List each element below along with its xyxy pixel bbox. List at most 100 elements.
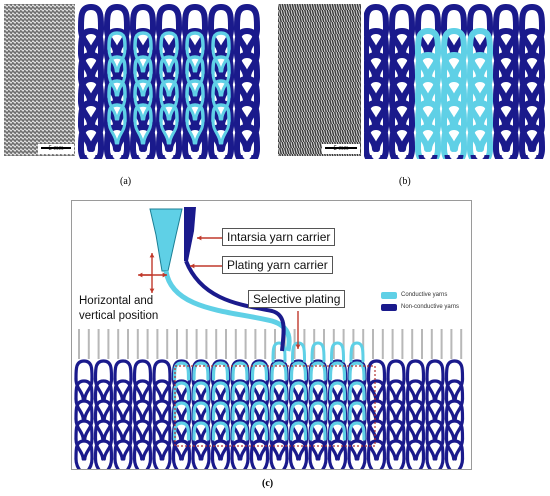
navy-loop xyxy=(444,399,465,421)
navy-loop xyxy=(388,99,416,128)
navy-loop xyxy=(366,399,387,421)
navy-loop xyxy=(77,51,105,80)
navy-loop-legs xyxy=(519,26,545,56)
navy-loop-legs xyxy=(234,122,260,152)
cyan-intarsia-loop xyxy=(466,99,494,128)
navy-loop-legs xyxy=(171,437,192,461)
navy-loop-legs xyxy=(327,397,348,421)
navy-loop-legs xyxy=(415,26,441,56)
cyan-intarsia-loop xyxy=(414,75,442,104)
navy-bottom-hook xyxy=(470,154,490,159)
navy-loop-legs xyxy=(405,397,426,421)
navy-loop-legs xyxy=(389,146,415,159)
navy-loop xyxy=(388,3,416,32)
cyan-plated-loop xyxy=(133,31,153,51)
navy-loop-legs xyxy=(425,397,445,421)
panel-b-scale-bar: 5 mm xyxy=(322,144,360,154)
navy-loop-legs xyxy=(366,377,387,401)
cyan-plated-loop xyxy=(133,79,153,99)
cyan-plated-loop xyxy=(328,401,347,421)
navy-loop xyxy=(386,359,406,381)
navy-loop-legs xyxy=(93,377,114,401)
cyan-intarsia-legs xyxy=(467,98,493,128)
navy-loop-legs xyxy=(269,437,289,461)
navy-loop-legs xyxy=(208,122,234,152)
cyan-intarsia-loop xyxy=(414,123,442,152)
navy-loop xyxy=(366,359,387,381)
navy-loop-legs xyxy=(519,98,545,128)
cyan-plated-loop xyxy=(159,103,179,123)
cyan-intarsia-legs xyxy=(415,74,441,104)
navy-loop-legs xyxy=(182,50,208,80)
navy-loop-legs xyxy=(78,122,104,152)
needle xyxy=(244,329,247,359)
navy-bottom-hook xyxy=(418,154,438,159)
navy-loop xyxy=(152,359,172,381)
navy-bottom-hook xyxy=(522,154,542,159)
navy-loop-legs xyxy=(191,417,211,441)
navy-loop-legs xyxy=(308,417,328,441)
navy-loop-legs xyxy=(132,417,153,441)
navy-loop-legs xyxy=(364,50,389,80)
cyan-intarsia-legs xyxy=(441,98,467,128)
navy-loop xyxy=(181,75,209,104)
cyan-plated-loop xyxy=(159,31,179,51)
navy-loop-legs xyxy=(347,457,367,469)
navy-loop xyxy=(129,27,157,56)
navy-loop-legs xyxy=(152,437,172,461)
navy-loop-legs xyxy=(182,122,208,152)
cyan-plated-legs xyxy=(185,71,205,97)
cyan-intarsia-loop xyxy=(414,27,442,56)
navy-loop xyxy=(518,123,546,152)
navy-loop-legs xyxy=(208,74,234,104)
needle xyxy=(166,329,169,359)
cyan-plated-loop xyxy=(270,361,288,381)
navy-loop-legs xyxy=(327,377,348,401)
navy-loop xyxy=(364,123,390,152)
cyan-plated-loop xyxy=(172,361,191,381)
navy-loop-legs xyxy=(366,417,387,441)
cyan-plated-loop xyxy=(250,401,269,421)
navy-loop-legs xyxy=(208,146,234,159)
cyan-rising-loop xyxy=(271,341,287,363)
needle xyxy=(156,329,159,359)
needle xyxy=(176,329,178,359)
needle xyxy=(283,329,286,359)
navy-loop xyxy=(386,379,406,401)
navy-loop-legs xyxy=(308,377,328,401)
navy-loop xyxy=(308,439,328,461)
navy-loop xyxy=(129,51,157,80)
panel-b-knit-texture xyxy=(278,4,361,156)
navy-loop xyxy=(171,439,192,461)
navy-loop xyxy=(440,3,468,32)
navy-loop-legs xyxy=(389,26,415,56)
navy-loop-legs xyxy=(130,98,156,128)
navy-loop-legs xyxy=(249,457,270,469)
navy-loop-legs xyxy=(113,377,133,401)
navy-loop-legs xyxy=(78,74,104,104)
navy-loop xyxy=(103,99,131,128)
navy-loop xyxy=(444,439,465,461)
navy-loop-legs xyxy=(493,26,519,56)
navy-loop-legs xyxy=(386,377,406,401)
cyan-plated-loop xyxy=(107,103,127,123)
panel-a-knit-diagram xyxy=(77,3,261,159)
navy-loop-legs xyxy=(230,377,250,401)
cyan-plated-loop xyxy=(107,31,127,51)
intarsia-carrier-label: Intarsia yarn carrier xyxy=(222,228,336,246)
navy-loop xyxy=(132,419,153,441)
navy-loop xyxy=(364,75,390,104)
navy-loop xyxy=(132,439,153,461)
needle xyxy=(323,329,325,359)
plating-carrier-label: Plating yarn carrier xyxy=(222,256,333,274)
navy-loop-legs xyxy=(74,437,94,461)
navy-loop xyxy=(444,379,465,401)
navy-loop-legs xyxy=(269,417,289,441)
navy-bottom-hook xyxy=(237,154,257,159)
navy-loop-legs xyxy=(191,377,211,401)
navy-loop-legs xyxy=(519,146,545,159)
navy-loop xyxy=(77,123,105,152)
navy-loop-legs xyxy=(493,98,519,128)
navy-loop xyxy=(207,27,235,56)
panel-a-knit-texture xyxy=(4,4,75,156)
